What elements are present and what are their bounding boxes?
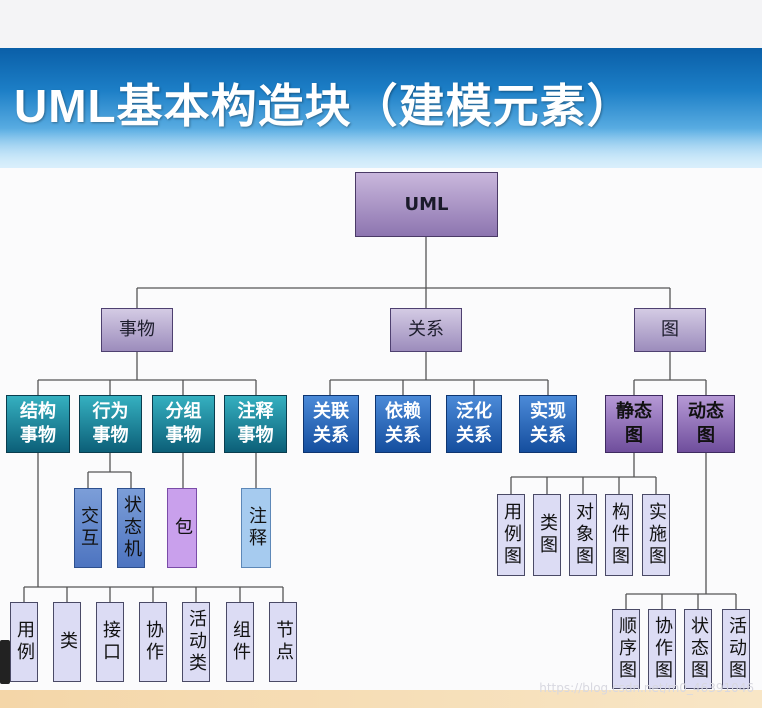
association-relation-node: 关联 关系 bbox=[303, 395, 359, 453]
structural-item: 接口 bbox=[96, 602, 124, 682]
static-diagram-item: 类图 bbox=[533, 494, 561, 576]
interaction-node: 交互 bbox=[74, 488, 102, 568]
top-bar bbox=[0, 0, 762, 48]
static-diagram-node: 静态 图 bbox=[605, 395, 663, 453]
structural-item: 节点 bbox=[269, 602, 297, 682]
generalization-relation-node: 泛化 关系 bbox=[446, 395, 502, 453]
state-machine-node: 状态机 bbox=[117, 488, 145, 568]
watermark-text: https://blog.csdn.net/m0_46391046 bbox=[539, 681, 754, 695]
diagrams-node: 图 bbox=[634, 308, 706, 352]
annotational-things-node: 注释 事物 bbox=[224, 395, 287, 453]
dependency-relation-node: 依赖 关系 bbox=[375, 395, 431, 453]
things-node: 事物 bbox=[101, 308, 173, 352]
grouping-things-node: 分组 事物 bbox=[152, 395, 215, 453]
uml-root-node: UML bbox=[355, 172, 498, 237]
static-diagram-item: 用例图 bbox=[497, 494, 525, 576]
structural-item: 活动类 bbox=[182, 602, 210, 682]
realization-relation-node: 实现 关系 bbox=[519, 395, 577, 453]
note-node: 注释 bbox=[241, 488, 271, 568]
structural-item: 协作 bbox=[139, 602, 167, 682]
dynamic-diagram-node: 动态 图 bbox=[677, 395, 735, 453]
dynamic-diagram-item: 活动图 bbox=[722, 609, 750, 689]
relations-node: 关系 bbox=[390, 308, 462, 352]
structural-item: 用例 bbox=[10, 602, 38, 682]
banner-wave bbox=[0, 128, 762, 168]
static-diagram-item: 实施图 bbox=[642, 494, 670, 576]
slide-title: UML基本构造块（建模元素） bbox=[14, 80, 634, 132]
structural-things-node: 结构 事物 bbox=[6, 395, 70, 453]
structural-item: 组件 bbox=[226, 602, 254, 682]
package-node: 包 bbox=[167, 488, 197, 568]
dynamic-diagram-item: 协作图 bbox=[648, 609, 676, 689]
dynamic-diagram-item: 顺序图 bbox=[612, 609, 640, 689]
dynamic-diagram-item: 状态图 bbox=[684, 609, 712, 689]
behavioral-things-node: 行为 事物 bbox=[79, 395, 142, 453]
structural-item: 类 bbox=[53, 602, 81, 682]
bottom-bar bbox=[0, 690, 762, 708]
static-diagram-item: 对象图 bbox=[569, 494, 597, 576]
static-diagram-item: 构件图 bbox=[605, 494, 633, 576]
left-edge-mark bbox=[0, 640, 10, 684]
